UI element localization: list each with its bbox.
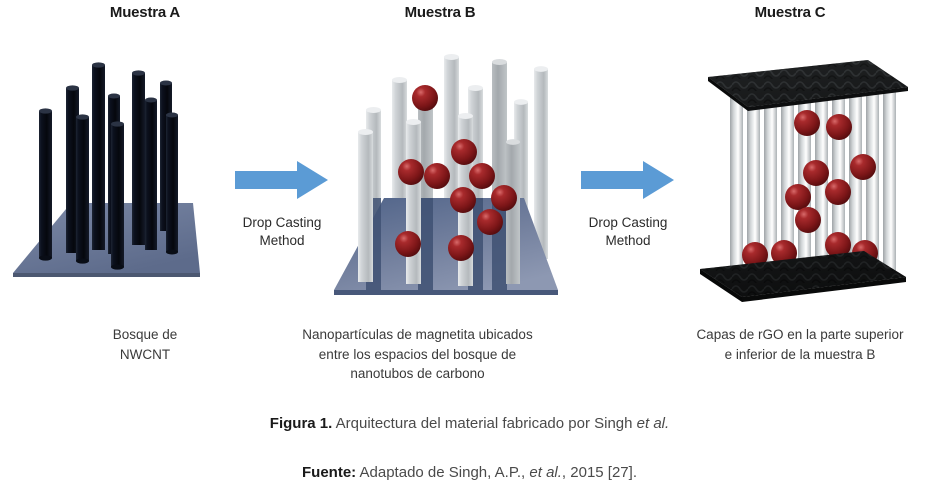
nanoparticle [795,207,821,233]
nanoparticle [412,85,438,111]
source-caption-etal: et al. [529,464,562,481]
nanoparticle [491,185,517,211]
nanoparticle-group-b [395,85,517,261]
nanoparticle [794,110,820,136]
rgo-sheet-top [708,60,908,111]
right-arrow-icon [581,161,674,199]
nanoparticle [803,160,829,186]
source-caption-body-1: Adaptado de Singh, A.P., [356,464,530,481]
arrow-label-1-line2: Method [259,233,305,249]
diagram-panel-muestra-a [8,55,218,310]
panel-title-muestra-c: Muestra C [754,4,826,21]
panel-caption-b-line3: nanotubos de carbono [350,366,485,382]
panel-caption-b-line2: entre los espacios del bosque de [318,346,517,362]
nanoparticle [850,154,876,180]
figure-caption-etal: et al. [636,415,670,432]
diagram-panel-muestra-b [318,52,568,312]
panel-title-muestra-b: Muestra B [404,4,476,21]
process-arrow-1: Drop Casting Method [222,160,342,250]
panel-caption-muestra-a: Bosque de NWCNT [35,325,255,364]
panel-caption-a-line2: NWCNT [119,346,171,362]
nanotube-group-front-a [39,108,178,270]
nanoparticle [450,187,476,213]
nanoparticle [398,159,424,185]
arrow-label-2-line1: Drop Casting [588,215,668,230]
nanoparticle [469,163,495,189]
panel-caption-a-line1: Bosque de [112,327,178,342]
nwcnt-forest-illustration [13,62,200,277]
figure-caption: Figura 1. Arquitectura del material fabr… [0,415,939,432]
figure-caption-body: Arquitectura del material fabricado por … [332,415,637,432]
panel-caption-c-line1: Capas de rGO en la parte superior [696,327,904,342]
diagram-panel-muestra-c [668,55,918,310]
nanoparticle [424,163,450,189]
panel-caption-c-line2: e inferior de la muestra B [724,346,876,362]
panel-caption-muestra-c: Capas de rGO en la parte superior e infe… [665,325,935,364]
nanoparticle [742,242,768,268]
source-caption-label: Fuente: [302,464,357,481]
source-caption-body-2: , 2015 [27]. [561,464,637,481]
arrow-label-2: Drop Casting Method [568,214,688,250]
figure-caption-label: Figura 1. [269,415,333,432]
nanoparticle [395,231,421,257]
panel-caption-b-line1: Nanopartículas de magnetita ubicados [302,327,533,342]
arrow-label-2-line2: Method [605,233,651,249]
nanoparticle [826,114,852,140]
nanoparticle [785,184,811,210]
arrow-label-1-line1: Drop Casting [242,215,322,230]
rgo-sheet-bottom [700,251,906,302]
rgo-sandwich-illustration [700,60,908,302]
magnetite-forest-illustration [334,54,558,295]
panel-title-muestra-a: Muestra A [109,4,181,21]
panel-caption-muestra-b: Nanopartículas de magnetita ubicados ent… [275,325,560,384]
nanoparticle [825,179,851,205]
nanoparticle [448,235,474,261]
process-arrow-2: Drop Casting Method [568,160,688,250]
nanoparticle [825,232,851,258]
arrow-label-1: Drop Casting Method [222,214,342,250]
right-arrow-icon [235,161,328,199]
nanoparticle [451,139,477,165]
nanoparticle [477,209,503,235]
source-caption: Fuente: Adaptado de Singh, A.P., et al.,… [0,464,939,481]
nanoparticle-group-c [742,110,878,268]
